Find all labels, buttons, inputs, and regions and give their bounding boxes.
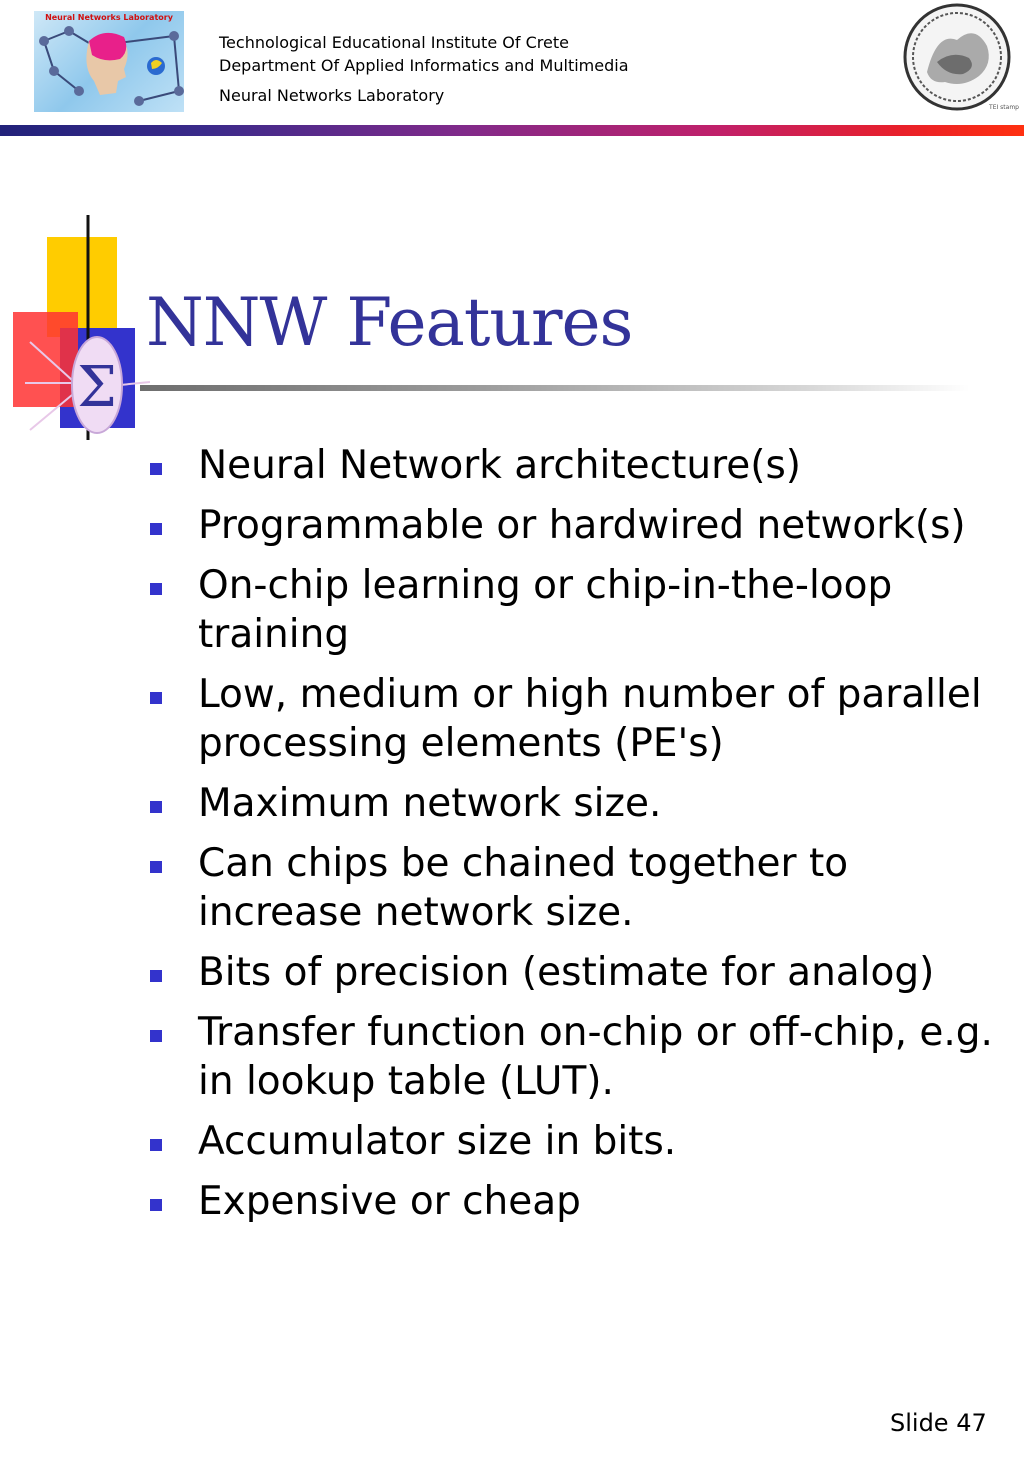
bullet-text: Maximum network size.	[198, 781, 662, 826]
logo-title: Neural Networks Laboratory	[45, 13, 173, 22]
department-name: Department Of Applied Informatics and Mu…	[219, 56, 629, 75]
list-item: Accumulator size in bits.	[148, 1117, 1008, 1166]
seal-icon	[903, 3, 1011, 111]
bullet-text: On-chip learning or chip-in-the-loop tra…	[198, 563, 893, 657]
list-item: Low, medium or high number of parallel p…	[148, 670, 1008, 768]
bullet-square-icon	[150, 692, 162, 704]
slide-title: NNW Features	[146, 284, 633, 361]
institute-name: Technological Educational Institute Of C…	[219, 33, 569, 52]
list-item: Maximum network size.	[148, 779, 1008, 828]
title-underline	[140, 385, 970, 391]
lab-name: Neural Networks Laboratory	[219, 86, 445, 105]
bullet-square-icon	[150, 1030, 162, 1042]
bullet-text: Programmable or hardwired network(s)	[198, 503, 966, 548]
bullet-square-icon	[150, 861, 162, 873]
feature-list: Neural Network architecture(s) Programma…	[148, 441, 1008, 1237]
list-item: Can chips be chained together to increas…	[148, 839, 1008, 937]
network-brain-icon	[39, 26, 184, 106]
list-item: On-chip learning or chip-in-the-loop tra…	[148, 561, 1008, 659]
header-gradient-bar	[0, 125, 1024, 136]
bullet-square-icon	[150, 523, 162, 535]
bullet-text: Expensive or cheap	[198, 1179, 581, 1224]
institute-seal: TEI stamp	[897, 2, 1023, 112]
bullet-square-icon	[150, 1199, 162, 1211]
list-item: Expensive or cheap	[148, 1177, 1008, 1226]
list-item: Programmable or hardwired network(s)	[148, 501, 1008, 550]
institution-header: Technological Educational Institute Of C…	[219, 31, 629, 107]
bullet-square-icon	[150, 463, 162, 475]
bullet-text: Bits of precision (estimate for analog)	[198, 950, 935, 995]
bullet-square-icon	[150, 583, 162, 595]
bullet-text: Transfer function on-chip or off-chip, e…	[198, 1010, 993, 1104]
bullet-text: Can chips be chained together to increas…	[198, 841, 849, 935]
bullet-text: Accumulator size in bits.	[198, 1119, 677, 1164]
lab-logo: Neural Networks Laboratory	[34, 11, 184, 112]
bullet-square-icon	[150, 801, 162, 813]
bullet-square-icon	[150, 970, 162, 982]
bullet-text: Neural Network architecture(s)	[198, 443, 802, 488]
bullet-text: Low, medium or high number of parallel p…	[198, 672, 982, 766]
list-item: Transfer function on-chip or off-chip, e…	[148, 1008, 1008, 1106]
slide-number: Slide 47	[890, 1409, 987, 1437]
list-item: Neural Network architecture(s)	[148, 441, 1008, 490]
seal-caption: TEI stamp	[989, 104, 1019, 111]
sigma-neuron-icon: Σ	[13, 215, 151, 440]
sigma-symbol: Σ	[77, 355, 117, 420]
bullet-square-icon	[150, 1139, 162, 1151]
title-decoration: Σ	[0, 200, 151, 450]
list-item: Bits of precision (estimate for analog)	[148, 948, 1008, 997]
